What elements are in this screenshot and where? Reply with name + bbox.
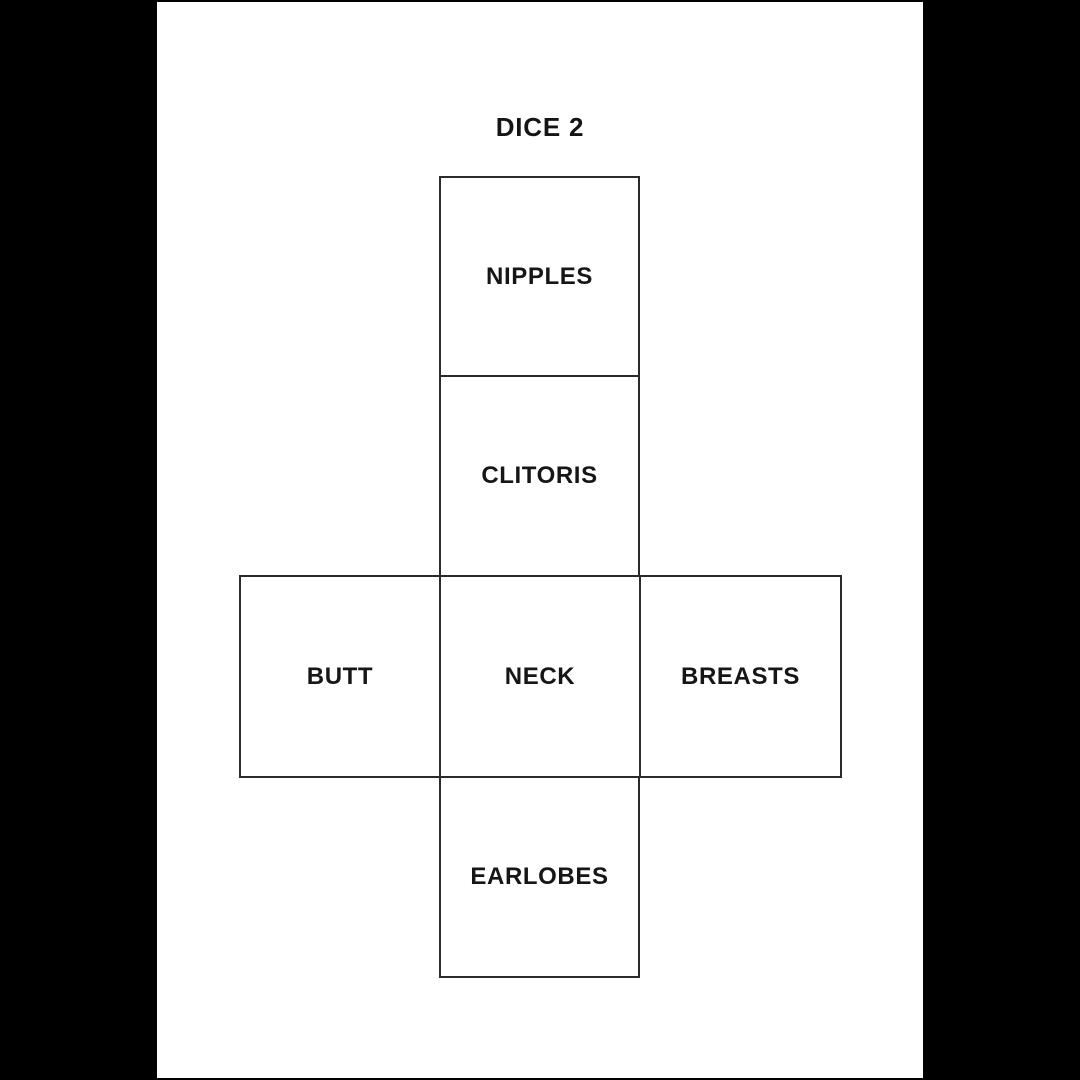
dice-face-earlobes: EARLOBES [439,776,640,978]
dice-face-clitoris: CLITORIS [439,375,640,577]
page-title: DICE 2 [495,112,585,142]
dice-face-nipples: NIPPLES [439,176,640,377]
dice-face-butt: BUTT [239,575,441,778]
dice-face-label: NECK [504,662,576,690]
dice-face-label: BUTT [306,662,374,690]
dice-face-breasts: BREASTS [639,575,842,778]
dice-face-label: BREASTS [681,662,800,690]
dice-face-label: NIPPLES [486,262,593,290]
dice-face-label: EARLOBES [470,863,609,890]
dice-face-label: CLITORIS [481,462,598,489]
dice-face-neck: NECK [439,575,641,778]
